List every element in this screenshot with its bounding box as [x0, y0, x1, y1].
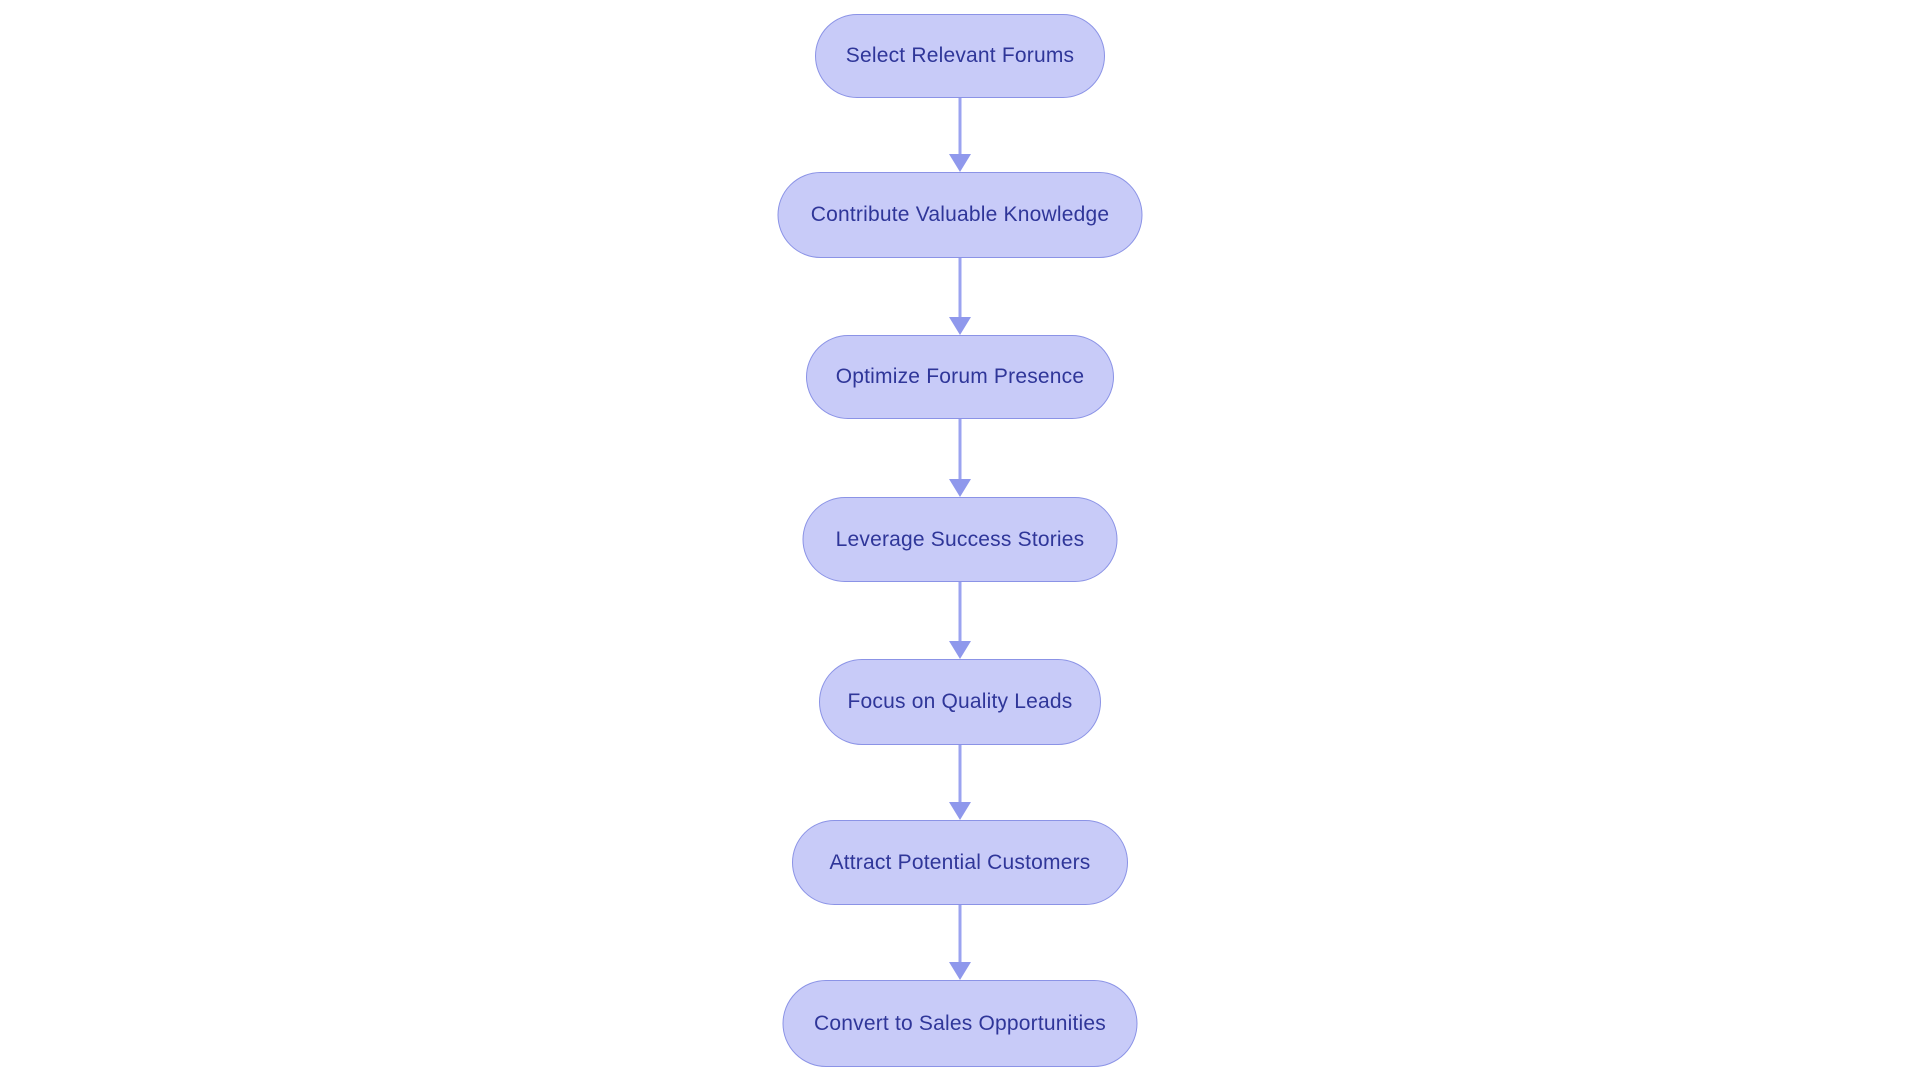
arrow-head-icon	[949, 641, 971, 659]
flow-node-label: Convert to Sales Opportunities	[814, 1011, 1106, 1035]
flow-node-label: Focus on Quality Leads	[847, 690, 1073, 713]
flow-node-label: Optimize Forum Presence	[835, 365, 1085, 388]
flow-node-label: Contribute Valuable Knowledge	[810, 203, 1110, 226]
flow-arrow-2	[948, 258, 972, 335]
flow-arrow-6	[948, 905, 972, 980]
flow-node-optimize-forum-presence: Optimize Forum Presence	[806, 335, 1114, 419]
flow-arrow-3	[948, 419, 972, 497]
arrow-head-icon	[949, 479, 971, 497]
arrow-line	[958, 419, 962, 481]
flow-node-convert-to-sales-opportunities: Convert to Sales Opportunities	[782, 980, 1138, 1067]
arrow-head-icon	[949, 154, 971, 172]
arrow-line	[958, 745, 962, 804]
flow-node-focus-on-quality-leads: Focus on Quality Leads	[819, 659, 1101, 745]
flow-node-contribute-valuable-knowledge: Contribute Valuable Knowledge	[777, 172, 1143, 258]
arrow-line	[958, 905, 962, 964]
flow-node-label: Select Relevant Forums	[845, 44, 1075, 67]
arrow-head-icon	[949, 317, 971, 335]
arrow-line	[958, 582, 962, 643]
arrow-line	[958, 98, 962, 156]
flow-node-select-relevant-forums: Select Relevant Forums	[815, 14, 1105, 98]
flow-arrow-1	[948, 98, 972, 172]
flow-arrow-5	[948, 745, 972, 820]
arrow-head-icon	[949, 962, 971, 980]
flow-node-label: Attract Potential Customers	[829, 850, 1091, 874]
arrow-head-icon	[949, 802, 971, 820]
flow-node-attract-potential-customers: Attract Potential Customers	[792, 820, 1128, 905]
flow-node-leverage-success-stories: Leverage Success Stories	[802, 497, 1118, 582]
flow-arrow-4	[948, 582, 972, 659]
flow-node-label: Leverage Success Stories	[835, 527, 1085, 551]
arrow-line	[958, 258, 962, 319]
